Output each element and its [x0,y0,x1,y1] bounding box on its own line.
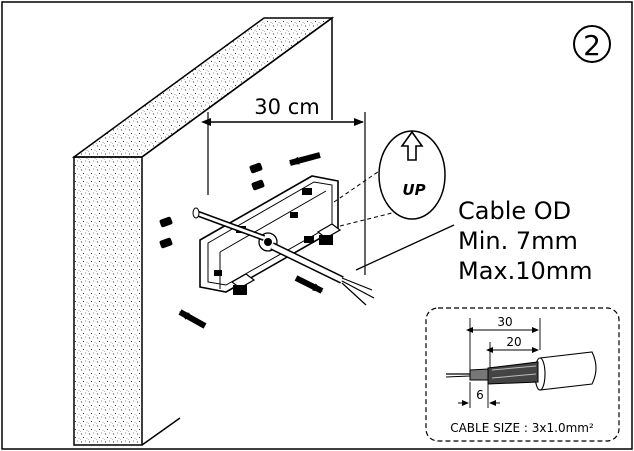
cable [270,242,375,306]
strip-detail-inset: 30 20 6 CABLE SIZE : 3x1.0mm² [425,307,620,442]
up-callout: UP [333,130,446,227]
wall-panel [71,16,335,446]
dimension-label: 30 cm [254,95,319,119]
dimension-30cm: 30 cm [201,95,366,275]
step-badge: 2 [573,25,611,63]
strip-outer-label: 30 [497,315,512,329]
cable-spec-leader [355,224,455,271]
step-number: 2 [583,29,601,62]
up-label: UP [402,181,425,199]
cable-max-label: Max.10mm [458,257,593,285]
cable-min-label: Min. 7mm [458,227,578,255]
motion-arrows [178,152,324,329]
cable-od-label: Cable OD [458,197,571,225]
wall-screws [159,162,265,249]
strip-inner-label: 6 [476,388,484,402]
strip-middle-label: 20 [506,335,521,349]
cable-size-label: CABLE SIZE : 3x1.0mm² [450,421,594,435]
mounting-plate [199,175,342,295]
cable-spec: Cable OD Min. 7mm Max.10mm [458,197,593,285]
rods [192,207,266,241]
